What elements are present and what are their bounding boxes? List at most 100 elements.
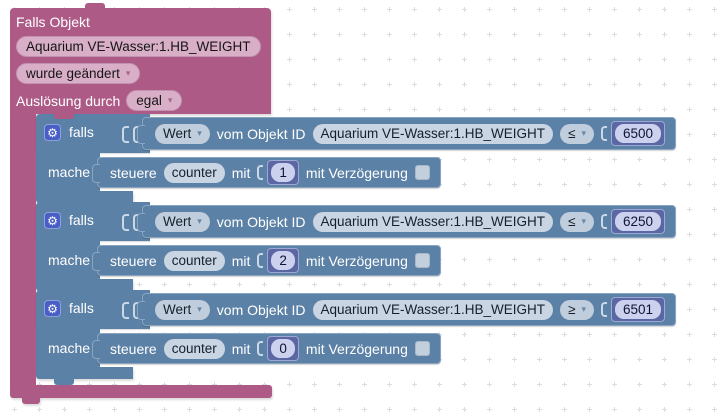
condition-socket-icon	[133, 302, 140, 319]
grid-mark	[587, 57, 592, 62]
steuere-label: steuere	[110, 340, 157, 357]
grid-mark	[462, 407, 467, 412]
value-type: Wert	[163, 214, 192, 229]
value-type-dropdown[interactable]: Wert ▾	[155, 211, 210, 232]
grid-mark	[187, 407, 192, 412]
object-id-field[interactable]: Aquarium VE-Wasser:1.HB_WEIGHT	[312, 299, 554, 320]
chevron-down-icon: ▾	[125, 68, 131, 78]
grid-mark	[287, 32, 292, 37]
number-field[interactable]: 1	[271, 163, 295, 182]
condition-block[interactable]: Wert ▾ vom Objekt ID Aquarium VE-Wasser:…	[136, 117, 677, 150]
control-block[interactable]: steuere counter mit 1 mit Verzögerung	[92, 157, 441, 188]
condition-socket-icon	[122, 126, 129, 143]
control-object-id-field[interactable]: counter	[163, 250, 225, 271]
grid-mark	[612, 407, 617, 412]
grid-mark	[162, 407, 167, 412]
comparator-dropdown[interactable]: ≤ ▾	[560, 123, 595, 144]
object-id-field[interactable]: Aquarium VE-Wasser:1.HB_WEIGHT	[312, 123, 554, 144]
grid-mark	[462, 32, 467, 37]
prev-connection-dent	[54, 114, 74, 119]
of-object-label: vom Objekt ID	[216, 213, 306, 230]
number-field[interactable]: 6250	[615, 212, 662, 231]
falls-label: falls	[69, 300, 94, 316]
grid-mark	[562, 82, 567, 87]
grid-mark	[362, 82, 367, 87]
grid-mark	[662, 107, 667, 112]
value-type-dropdown[interactable]: Wert ▾	[155, 299, 210, 320]
if-block-bottom	[36, 279, 133, 291]
grid-mark	[312, 7, 317, 12]
grid-mark	[587, 107, 592, 112]
number-field[interactable]: 2	[271, 251, 295, 270]
control-object-id-field[interactable]: counter	[163, 338, 225, 359]
comparator-dropdown[interactable]: ≤ ▾	[560, 211, 595, 232]
grid-mark	[337, 407, 342, 412]
chevron-down-icon: ▾	[197, 304, 202, 314]
of-object-label: vom Objekt ID	[216, 125, 306, 142]
number-block[interactable]: 1	[267, 160, 299, 185]
number-field[interactable]: 6501	[615, 300, 662, 319]
number-field[interactable]: 6500	[615, 124, 662, 143]
trigger-by-dropdown[interactable]: egal ▾	[126, 90, 183, 111]
grid-mark	[687, 32, 692, 37]
chevron-down-icon: ▾	[581, 216, 587, 226]
gear-icon[interactable]: ⚙	[44, 212, 61, 229]
change-mode-dropdown[interactable]: wurde geändert ▾	[16, 63, 141, 84]
grid-mark	[462, 82, 467, 87]
trigger-by-value: egal	[136, 93, 162, 108]
of-object-label: vom Objekt ID	[216, 301, 306, 318]
trigger-block-spine	[10, 113, 36, 386]
number-block[interactable]: 2	[267, 248, 299, 273]
comparator-dropdown[interactable]: ≥ ▾	[560, 299, 595, 320]
value-type-dropdown[interactable]: Wert ▾	[155, 123, 210, 144]
grid-mark	[387, 107, 392, 112]
comparator-value: ≤	[568, 126, 576, 141]
grid-mark	[312, 107, 317, 112]
grid-mark	[587, 32, 592, 37]
object-id-field[interactable]: Aquarium VE-Wasser:1.HB_WEIGHT	[16, 36, 261, 57]
grid-mark	[687, 82, 692, 87]
grid-mark	[287, 57, 292, 62]
if-block[interactable]: ⚙ falls mache Wert ▾ vom Objekt ID Aquar…	[36, 114, 716, 210]
if-block[interactable]: ⚙ falls mache Wert ▾ vom Objekt ID Aquar…	[36, 290, 716, 386]
grid-mark	[512, 32, 517, 37]
number-block[interactable]: 0	[267, 336, 299, 361]
control-block[interactable]: steuere counter mit 2 mit Verzögerung	[92, 245, 441, 276]
trigger-block[interactable]: Falls Objekt Aquarium VE-Wasser:1.HB_WEI…	[10, 8, 271, 114]
grid-mark	[462, 7, 467, 12]
grid-mark	[387, 407, 392, 412]
chevron-down-icon: ▾	[581, 304, 587, 314]
object-id-field[interactable]: Aquarium VE-Wasser:1.HB_WEIGHT	[312, 211, 554, 232]
gear-icon[interactable]: ⚙	[44, 124, 61, 141]
if-block[interactable]: ⚙ falls mache Wert ▾ vom Objekt ID Aquar…	[36, 202, 716, 298]
grid-mark	[612, 7, 617, 12]
grid-mark	[262, 407, 267, 412]
if-block-bottom	[36, 367, 133, 379]
gear-icon[interactable]: ⚙	[44, 300, 61, 317]
falls-label: falls	[69, 124, 94, 140]
grid-mark	[362, 32, 367, 37]
grid-mark	[712, 32, 717, 37]
delay-checkbox[interactable]	[414, 341, 430, 356]
delay-checkbox[interactable]	[414, 165, 430, 180]
number-block[interactable]: 6250	[611, 209, 666, 234]
condition-block[interactable]: Wert ▾ vom Objekt ID Aquarium VE-Wasser:…	[136, 205, 677, 238]
control-object-id-field[interactable]: counter	[163, 162, 225, 183]
grid-mark	[637, 82, 642, 87]
control-block[interactable]: steuere counter mit 0 mit Verzögerung	[92, 333, 441, 364]
grid-mark	[487, 82, 492, 87]
delay-checkbox[interactable]	[414, 253, 430, 268]
number-block[interactable]: 6500	[611, 121, 666, 146]
if-block-bottom	[36, 191, 133, 203]
grid-mark	[112, 407, 117, 412]
grid-mark	[487, 107, 492, 112]
next-connector	[54, 379, 74, 385]
grid-mark	[412, 82, 417, 87]
number-field[interactable]: 0	[271, 339, 295, 358]
grid-mark	[537, 32, 542, 37]
number-block[interactable]: 6501	[611, 297, 666, 322]
grid-mark	[712, 407, 717, 412]
condition-block[interactable]: Wert ▾ vom Objekt ID Aquarium VE-Wasser:…	[136, 293, 677, 326]
delay-label: mit Verzögerung	[305, 340, 408, 357]
grid-mark	[337, 107, 342, 112]
